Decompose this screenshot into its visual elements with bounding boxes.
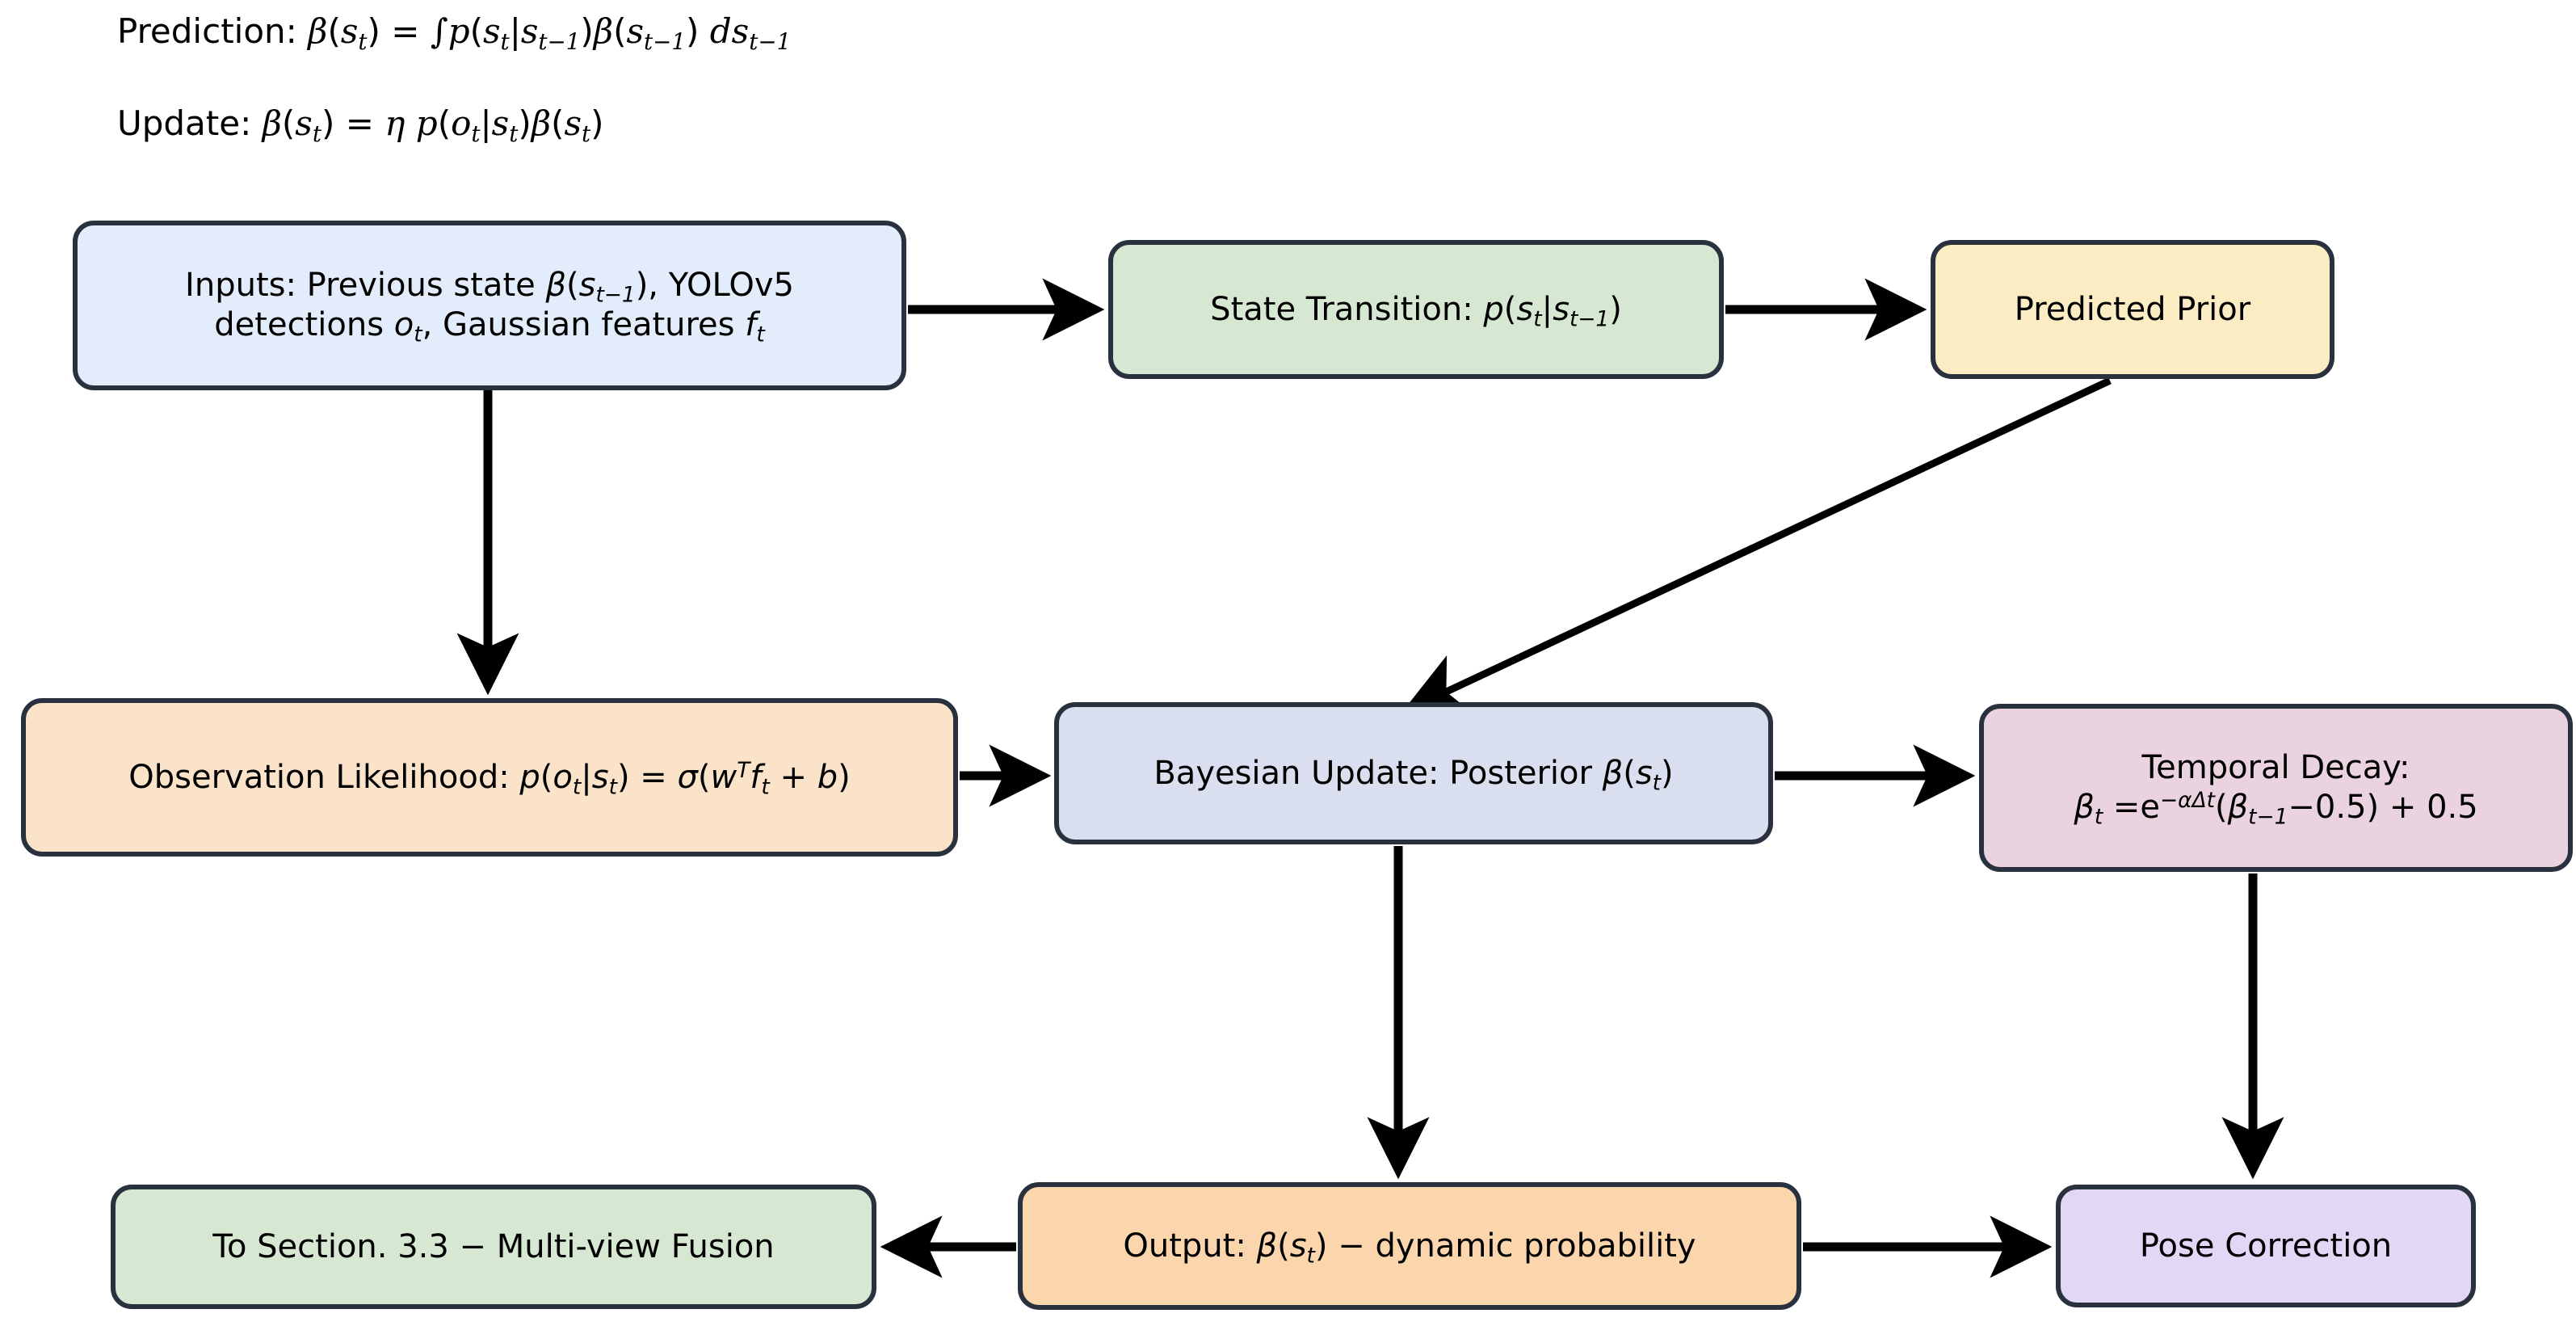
pose-correction-node[interactable]: Pose Correction bbox=[2056, 1185, 2476, 1307]
update-equation: Update: β(st) = η p(ot|st)β(st) bbox=[117, 103, 604, 147]
to-section-node-label: To Section. 3.3 − Multi-view Fusion bbox=[212, 1227, 775, 1265]
bayesian-update-node[interactable]: Bayesian Update: Posterior β(st) bbox=[1054, 702, 1773, 844]
observation-likelihood-node-label: Observation Likelihood: p(ot|st) = σ(wTf… bbox=[128, 757, 851, 799]
pose-correction-node-label: Pose Correction bbox=[2139, 1227, 2393, 1265]
edge-prior-to-bayesian bbox=[1401, 377, 2112, 715]
output-node[interactable]: Output: β(st) − dynamic probability bbox=[1018, 1182, 1801, 1310]
predicted-prior-node[interactable]: Predicted Prior bbox=[1931, 240, 2334, 379]
temporal-decay-node[interactable]: Temporal Decay:βt =e−αΔt(βt−1−0.5) + 0.5 bbox=[1979, 704, 2573, 872]
observation-likelihood-node[interactable]: Observation Likelihood: p(ot|st) = σ(wTf… bbox=[21, 698, 958, 857]
to-section-node[interactable]: To Section. 3.3 − Multi-view Fusion bbox=[111, 1185, 876, 1309]
state-transition-node[interactable]: State Transition: p(st|st−1) bbox=[1108, 240, 1724, 379]
prediction-equation: Prediction: β(st) = ∫p(st|st−1)β(st−1) d… bbox=[117, 11, 792, 55]
temporal-decay-node-label: Temporal Decay:βt =e−αΔt(βt−1−0.5) + 0.5 bbox=[2074, 749, 2478, 830]
state-transition-node-label: State Transition: p(st|st−1) bbox=[1210, 290, 1622, 331]
output-node-label: Output: β(st) − dynamic probability bbox=[1123, 1227, 1696, 1268]
bayesian-update-node-label: Bayesian Update: Posterior β(st) bbox=[1154, 754, 1674, 795]
predicted-prior-node-label: Predicted Prior bbox=[2014, 290, 2251, 328]
